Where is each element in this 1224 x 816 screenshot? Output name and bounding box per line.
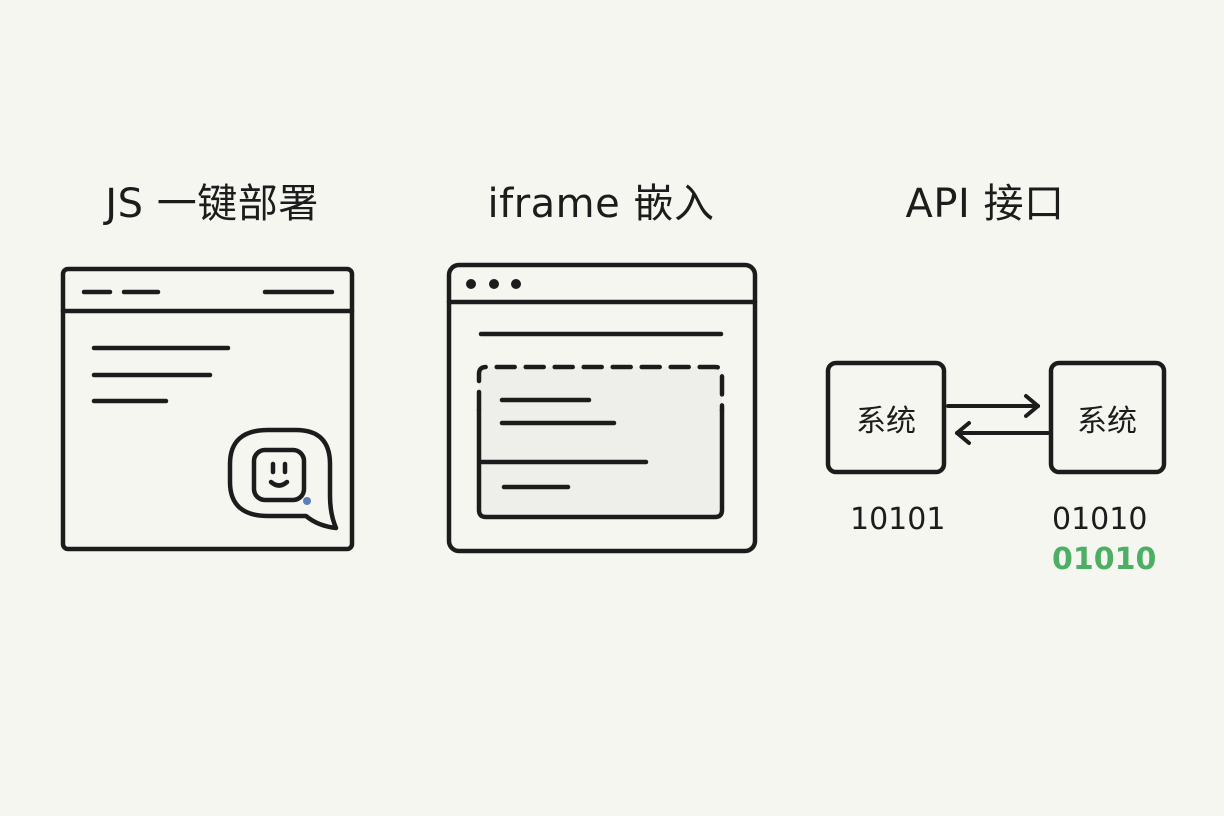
left-binary-data: 10101 — [850, 502, 946, 537]
arrow-right-icon — [946, 394, 1040, 418]
api-interface-title: API 接口 — [905, 181, 1065, 227]
system-right-label: 系统 — [1077, 404, 1137, 439]
arrow-left-icon — [955, 421, 1050, 445]
iframe-embed-title: iframe 嵌入 — [487, 181, 715, 227]
right-binary-data: 01010 — [1052, 502, 1148, 537]
iframe-box-fill — [479, 367, 722, 517]
iframe-browser-window — [446, 262, 758, 554]
chat-status-dot — [303, 497, 311, 505]
system-left-box — [825, 360, 947, 475]
js-browser-window — [60, 266, 355, 552]
embedded-iframe-box — [476, 364, 725, 520]
robot-face-outline — [251, 447, 307, 503]
robot-smile — [268, 479, 290, 488]
js-deploy-title: JS 一键部署 — [105, 181, 319, 227]
window-dot-1 — [466, 279, 476, 289]
iframe-window-frame — [446, 262, 758, 554]
window-dot-2 — [489, 279, 499, 289]
api-system-left: 系统 — [825, 360, 947, 475]
robot-face-chat-icon[interactable] — [227, 427, 339, 531]
api-system-right: 系统 — [1048, 360, 1167, 475]
js-window-frame — [60, 266, 355, 552]
chat-bubble-outline — [227, 427, 339, 531]
iframe-box-solid-border — [476, 407, 725, 520]
system-left-label: 系统 — [856, 404, 916, 439]
system-right-box — [1048, 360, 1167, 475]
right-binary-data-highlighted: 01010 — [1052, 542, 1157, 577]
window-dot-3 — [511, 279, 521, 289]
iframe-box-dashed-border — [476, 364, 725, 413]
